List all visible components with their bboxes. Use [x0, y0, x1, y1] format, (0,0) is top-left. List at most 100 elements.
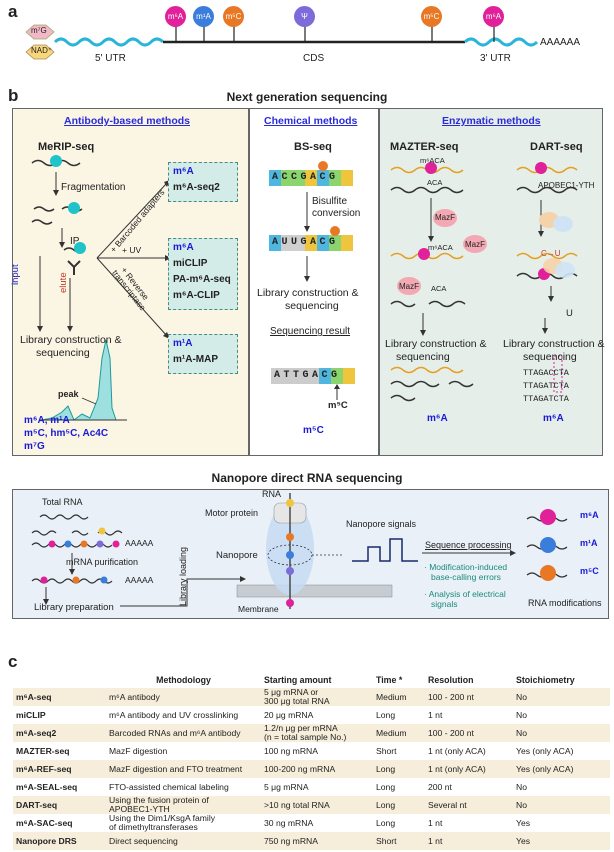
- dart-read-3: TTAGATCTA: [523, 394, 569, 404]
- mazter-m6aca-2: m⁶ACA: [428, 243, 453, 252]
- dart-detect: m⁶A: [543, 413, 564, 424]
- apobec-label: APOBEC1-YTH: [538, 181, 595, 190]
- bullet-1b: base-calling errors: [431, 572, 501, 582]
- bullet-2b: signals: [431, 599, 458, 609]
- enzymatic-header: Enzymatic methods: [442, 115, 541, 127]
- enzymatic-diagram: [390, 162, 578, 402]
- dart-title: DART-seq: [530, 141, 583, 153]
- cell-method-name: m⁶A-SEAL-seq: [13, 778, 106, 797]
- polya-tail: AAAAAA: [540, 37, 581, 48]
- bisulfite-2: conversion: [312, 208, 361, 219]
- mod-m6a-1: m⁶A: [165, 6, 186, 27]
- seq-original: ACCGACG: [272, 172, 339, 183]
- panel-b-label: b: [8, 86, 19, 105]
- cell-starting-amount: 5 μg mRNA: [261, 778, 373, 797]
- dart-cu: C→U: [541, 249, 561, 258]
- cell-time: Long: [373, 814, 425, 833]
- cell-methodology: MazF digestion and FTO treatment: [106, 760, 261, 779]
- cell-time: Medium: [373, 724, 425, 743]
- cell-methodology: FTO-assisted chemical labeling: [106, 778, 261, 797]
- nanopore-title: Nanopore direct RNA sequencing: [211, 471, 403, 485]
- mazf-2: MazF: [465, 240, 485, 249]
- cell-resolution: 1 nt: [425, 706, 513, 725]
- bullet-1a: · Modification-induced: [424, 562, 508, 572]
- mazter-m6aca-1: m⁶ACA: [420, 156, 445, 165]
- bisulfite-1: Bisulfite: [312, 196, 348, 207]
- ip-label: IP: [70, 236, 80, 247]
- col-header-methodology: Methodology: [106, 672, 261, 688]
- bullet-2a: · Analysis of electrical: [424, 589, 506, 599]
- table-header-row: Methodology Starting amount Time * Resol…: [13, 672, 610, 688]
- cell-methodology: MazF digestion: [106, 742, 261, 761]
- signals-label: Nanopore signals: [346, 519, 417, 529]
- nanopore-polya-2: AAAAA: [125, 575, 154, 585]
- m5c-arrow-label: m⁵C: [328, 400, 348, 411]
- cell-method-name: m⁶A-REF-seq: [13, 760, 106, 779]
- cell-time: Long: [373, 760, 425, 779]
- cap-nad-hexagon: [25, 44, 55, 60]
- dart-read-1: TTAGACCTA: [523, 368, 569, 378]
- box2-mod: m⁶A: [173, 242, 194, 253]
- cell-time: Short: [373, 832, 425, 851]
- cell-stoichiometry: No: [513, 796, 610, 815]
- nanopore-label: Nanopore: [216, 550, 258, 561]
- chemical-section: [249, 108, 379, 456]
- enz-libcon-1: Library construction &: [385, 338, 487, 350]
- col-header-time: Time *: [373, 672, 425, 688]
- mazf-3: MazF: [399, 282, 419, 291]
- box3-mod: m¹A: [173, 338, 193, 349]
- box2-method-2: PA-m⁶A-seq: [173, 274, 231, 285]
- cell-starting-amount: 1.2/n μg per mRNA(n = total sample No.): [261, 724, 373, 743]
- cell-resolution: 100 - 200 nt: [425, 688, 513, 707]
- fragmentation-label: Fragmentation: [61, 182, 126, 193]
- cell-methodology: m⁶A antibody and UV crosslinking: [106, 706, 261, 725]
- bs-libcon-1: Library construction &: [257, 287, 359, 299]
- total-rna-label: Total RNA: [42, 497, 83, 507]
- elute-label: elute: [58, 272, 69, 293]
- mod-m5c-2: m⁵C: [421, 6, 442, 27]
- cell-resolution: 200 nt: [425, 778, 513, 797]
- out-mod-3: m⁵C: [580, 566, 599, 576]
- input-label: input: [10, 264, 21, 285]
- box1-mod: m⁶A: [173, 166, 194, 177]
- merip-title: MeRIP-seq: [38, 141, 95, 153]
- cell-stoichiometry: No: [513, 724, 610, 743]
- enz-libcon-2: sequencing: [396, 351, 450, 363]
- col-header-method: [13, 672, 106, 688]
- box2-method-3: m⁶A-CLIP: [173, 290, 220, 301]
- nanopore-diagram: [31, 493, 568, 609]
- cell-method-name: miCLIP: [13, 706, 106, 725]
- out-mod-1: m⁶A: [580, 510, 599, 520]
- antibody-header: Antibody-based methods: [64, 115, 191, 127]
- cell-methodology: Direct sequencing: [106, 832, 261, 851]
- merip-diagram: [31, 155, 171, 421]
- bs-seq-diagram: [269, 161, 357, 400]
- box-m1a-map: [168, 334, 238, 374]
- cell-time: Long: [373, 778, 425, 797]
- utr3-wave: [463, 37, 539, 47]
- merip-libcon-1: Library construction &: [20, 334, 122, 346]
- box3-method: m¹A-MAP: [173, 354, 218, 365]
- cell-method-name: m⁶A-SAC-seq: [13, 814, 106, 833]
- utr5-label: 5' UTR: [95, 53, 126, 64]
- box-miclip: [168, 238, 238, 310]
- mazter-aca-2: ACA: [431, 284, 447, 293]
- cell-method-name: MAZTER-seq: [13, 742, 106, 761]
- seq-result: ATTGACG: [274, 370, 341, 381]
- cell-resolution: Several nt: [425, 796, 513, 815]
- panel-c-label: c: [8, 652, 18, 671]
- ngs-title: Next generation sequencing: [226, 90, 388, 104]
- peak-label: peak: [58, 389, 79, 399]
- membrane-label: Membrane: [238, 604, 279, 614]
- col-header-resolution: Resolution: [425, 672, 513, 688]
- cell-starting-amount: 100 ng mRNA: [261, 742, 373, 761]
- cell-stoichiometry: No: [513, 706, 610, 725]
